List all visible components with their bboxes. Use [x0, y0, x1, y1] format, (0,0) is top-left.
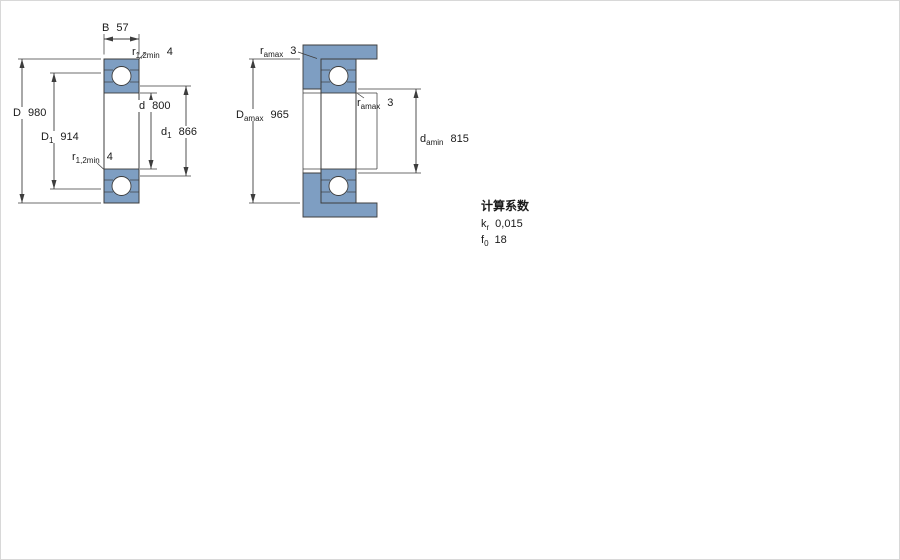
bearing-ball [111, 66, 132, 86]
right-abutment-drawing [249, 44, 421, 218]
bearing-ball [111, 176, 132, 196]
calc-factors-title: 计算系数 [481, 199, 530, 213]
bearing-ball [328, 176, 349, 196]
bearing-ball [328, 66, 349, 86]
left-bearing-cross-section [18, 34, 191, 204]
